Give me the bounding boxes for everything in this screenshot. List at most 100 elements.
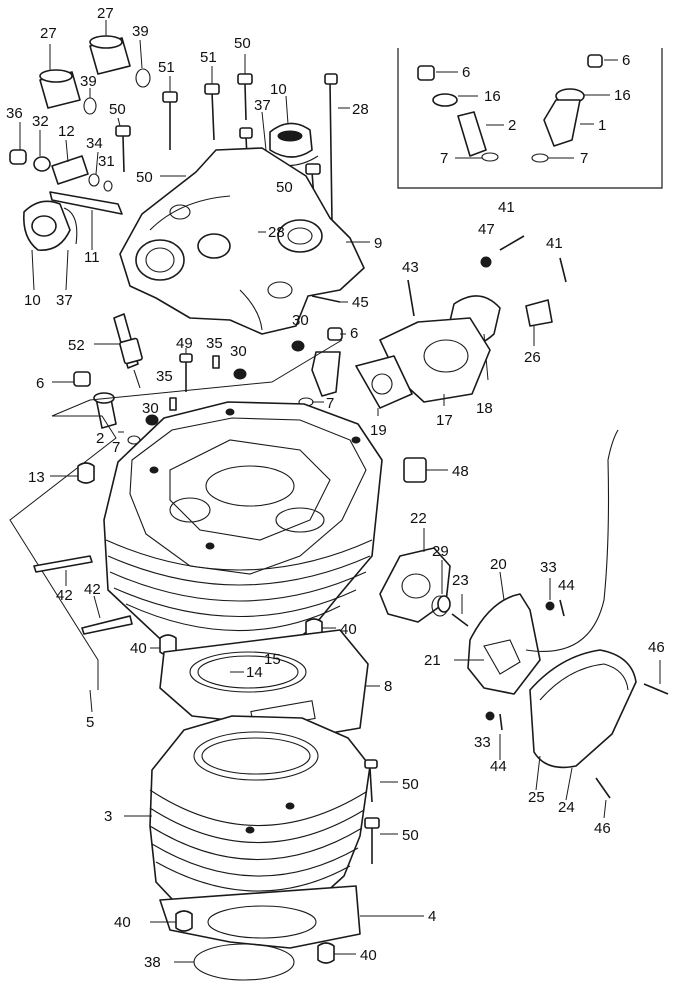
label-6: 6	[622, 52, 630, 69]
label-10: 10	[24, 292, 41, 309]
label-37: 37	[56, 292, 73, 309]
label-40: 40	[360, 947, 377, 964]
washer-30-c	[291, 340, 305, 352]
stud-50-d	[369, 767, 373, 803]
o-ring-39-a	[83, 97, 97, 115]
label-19: 19	[370, 422, 387, 439]
label-39: 39	[80, 73, 97, 90]
label-50: 50	[234, 35, 251, 52]
label-42: 42	[56, 587, 73, 604]
label-10: 10	[270, 81, 287, 98]
base-gasket-4	[159, 885, 424, 949]
valve-guide-1-mid	[311, 351, 341, 397]
label-37: 37	[254, 97, 271, 114]
label-21: 21	[424, 652, 441, 669]
cap-48	[403, 457, 427, 483]
label-7: 7	[326, 395, 334, 412]
label-6: 6	[350, 325, 358, 342]
label-38: 38	[144, 954, 161, 971]
label-30: 30	[230, 343, 247, 360]
label-50: 50	[402, 776, 419, 793]
bolt-45	[311, 295, 341, 303]
label-3: 3	[104, 808, 112, 825]
label-50: 50	[136, 169, 153, 186]
point-base-20	[454, 571, 541, 695]
washer-33-b	[485, 711, 495, 721]
dowel-40-c	[175, 910, 193, 932]
label-31: 31	[98, 153, 115, 170]
label-41: 41	[498, 199, 515, 216]
pin-35-a	[212, 355, 220, 369]
pin-12	[51, 155, 89, 185]
label-51: 51	[200, 49, 217, 66]
label-11: 11	[84, 249, 100, 266]
label-9: 9	[374, 235, 382, 252]
label-28: 28	[352, 101, 369, 118]
washer-30-b	[145, 414, 159, 426]
label-30: 30	[292, 312, 309, 329]
label-44: 44	[490, 758, 507, 775]
intake-parts	[355, 235, 567, 483]
dowel-13	[77, 462, 95, 484]
screw-46-b	[595, 777, 611, 799]
contact-breaker-21	[483, 639, 521, 675]
washer-36	[9, 149, 27, 165]
label-35: 35	[156, 368, 173, 385]
label-35: 35	[206, 335, 223, 352]
label-4: 4	[428, 908, 436, 925]
label-16: 16	[484, 88, 501, 105]
cylinder-block-3	[124, 715, 371, 925]
label-12: 12	[58, 123, 75, 140]
valve-cap-6-d	[327, 327, 343, 341]
rocker-shaft-27-a-end	[39, 69, 73, 83]
valve-guide-2	[457, 111, 487, 157]
callout-labels: 27 27 39 39 51 51 50 50 50 50 10 37 28 2…	[6, 5, 665, 971]
bolt-41-b	[559, 257, 567, 283]
o-ring-37-left	[63, 207, 78, 245]
label-50: 50	[109, 101, 126, 118]
dowel-40-d	[317, 942, 335, 964]
label-26: 26	[524, 349, 541, 366]
label-22: 22	[410, 510, 427, 527]
label-2: 2	[508, 117, 516, 134]
washer-47	[480, 256, 492, 268]
label-18: 18	[476, 400, 493, 417]
valve-guide-left-assembly	[52, 371, 141, 445]
label-33: 33	[474, 734, 491, 751]
washer-30-a	[233, 368, 247, 380]
wire-harness	[525, 429, 619, 652]
label-44: 44	[558, 577, 575, 594]
cam-shaft-11	[49, 191, 123, 215]
bolt-51-b	[211, 91, 215, 141]
dowel-42-a	[33, 555, 93, 573]
label-32: 32	[32, 113, 49, 130]
label-41: 41	[546, 235, 563, 252]
rocker-shaft-27-b-end	[89, 35, 123, 49]
label-13: 13	[28, 469, 45, 486]
label-6: 6	[462, 64, 470, 81]
bolt-41-a	[499, 235, 525, 251]
label-6: 6	[36, 375, 44, 392]
label-48: 48	[452, 463, 469, 480]
screw-46-a	[643, 683, 669, 695]
label-8: 8	[384, 678, 392, 695]
clamp-26	[525, 299, 553, 327]
label-25: 25	[528, 789, 545, 806]
label-5: 5	[86, 714, 94, 731]
label-29: 29	[432, 543, 449, 560]
label-17: 17	[436, 412, 453, 429]
label-15: 15	[264, 651, 281, 668]
ring-14	[197, 655, 299, 689]
label-51: 51	[158, 59, 175, 76]
o-ring-7-left	[481, 152, 499, 162]
label-49: 49	[176, 335, 193, 352]
bolt-50-a	[244, 83, 247, 121]
washer-32	[33, 156, 51, 172]
label-27: 27	[40, 25, 57, 42]
cylinder-head-cover-9	[119, 147, 370, 335]
label-46: 46	[648, 639, 665, 656]
washer-33-a	[545, 601, 555, 611]
bolt-23	[451, 613, 469, 627]
stud-28-a	[329, 81, 333, 223]
